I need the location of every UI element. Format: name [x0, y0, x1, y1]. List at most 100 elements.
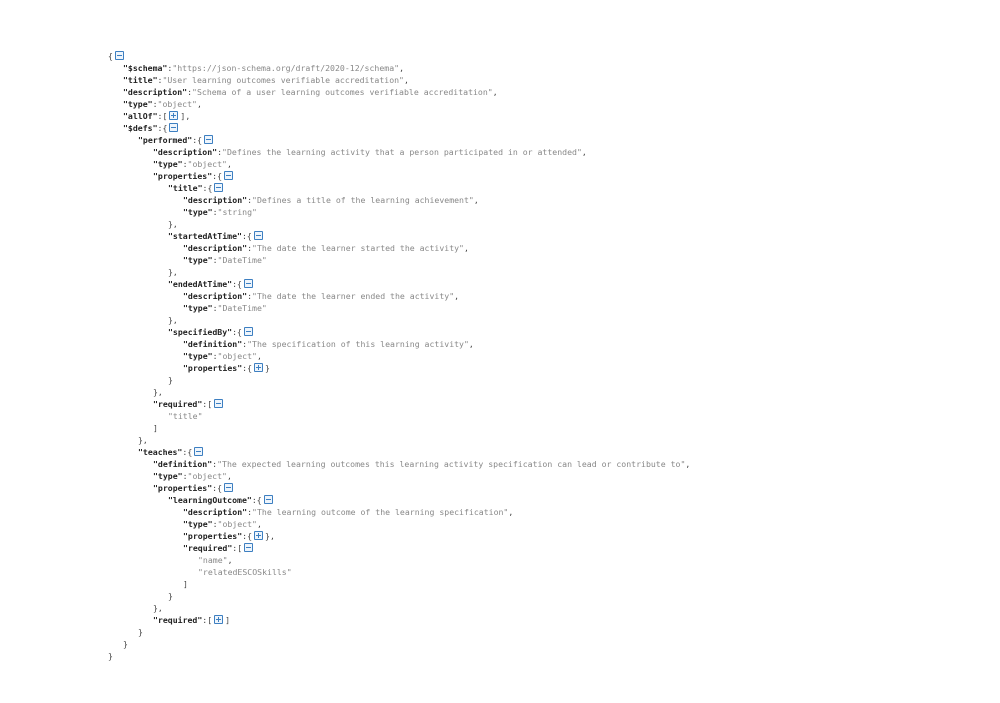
open-bracket: {	[187, 447, 193, 457]
trailing-punctuation: ,	[399, 63, 404, 73]
json-value: "The date the learner started the activi…	[252, 243, 464, 253]
json-line: "type":"object",	[108, 470, 690, 482]
collapse-icon[interactable]	[204, 135, 214, 144]
colon: :	[187, 87, 193, 97]
collapse-icon[interactable]	[224, 483, 234, 492]
colon: :	[202, 399, 208, 409]
colon: :	[242, 339, 248, 349]
open-bracket: {	[256, 495, 262, 505]
json-key: "description"	[153, 147, 218, 157]
colon: :	[167, 63, 173, 73]
close-bracket: ]	[153, 423, 158, 433]
open-bracket: {	[162, 123, 168, 133]
json-line: },	[108, 434, 690, 446]
json-line: }	[108, 374, 690, 386]
json-line: "description":"Schema of a user learning…	[108, 86, 690, 98]
json-key: "properties"	[183, 363, 243, 373]
json-value: "object"	[187, 159, 227, 169]
colon: :	[241, 231, 247, 241]
json-key: "endedAtTime"	[168, 279, 233, 289]
colon: :	[192, 135, 198, 145]
collapse-icon[interactable]	[224, 171, 234, 180]
collapse-icon[interactable]	[194, 447, 204, 456]
colon: :	[202, 615, 208, 625]
trailing-punctuation: ,	[685, 459, 691, 469]
colon: :	[232, 327, 238, 337]
json-value: "The date the learner ended the activity…	[252, 291, 455, 301]
json-key: "startedAtTime"	[168, 231, 242, 241]
json-line: "definition":"The expected learning outc…	[108, 458, 690, 470]
json-key: "definition"	[183, 339, 243, 349]
close-bracket: },	[168, 267, 178, 277]
json-key: "required"	[153, 399, 203, 409]
expand-icon[interactable]	[169, 111, 179, 120]
expand-icon[interactable]	[214, 615, 224, 624]
json-line: "specifiedBy":{	[108, 326, 690, 338]
colon: :	[212, 255, 218, 265]
close-bracket: }	[168, 375, 173, 385]
json-key: "description"	[183, 507, 248, 517]
json-value: "name"	[198, 555, 228, 565]
expand-icon[interactable]	[254, 531, 264, 540]
json-line: }	[108, 650, 690, 662]
json-line: "description":"The learning outcome of t…	[108, 506, 690, 518]
json-key: "description"	[183, 291, 248, 301]
collapse-icon[interactable]	[253, 231, 263, 240]
json-key: "description"	[183, 195, 248, 205]
json-value: "The expected learning outcomes this lea…	[217, 459, 686, 469]
json-line: "performed":{	[108, 134, 690, 146]
json-line: {	[108, 50, 690, 62]
collapse-icon[interactable]	[114, 51, 124, 60]
close-bracket: }	[123, 639, 128, 649]
json-line: "description":"Defines the learning acti…	[108, 146, 690, 158]
json-value: "Schema of a user learning outcomes veri…	[192, 87, 493, 97]
json-key: "type"	[183, 207, 213, 217]
trailing-punctuation: ,	[196, 99, 202, 109]
open-bracket: {	[197, 135, 203, 145]
trailing-punctuation: ,	[492, 87, 498, 97]
colon: :	[152, 99, 158, 109]
json-key: "teaches"	[138, 447, 183, 457]
json-key: "title"	[168, 183, 203, 193]
json-line: "type":"object",	[108, 158, 690, 170]
trailing-punctuation: ,	[464, 243, 469, 253]
json-key: "type"	[183, 519, 213, 529]
trailing-punctuation: ,	[454, 291, 460, 301]
colon: :	[212, 351, 218, 361]
trailing-punctuation: ,	[256, 351, 262, 361]
json-value: "The learning outcome of the learning sp…	[252, 507, 509, 517]
colon: :	[182, 471, 188, 481]
open-bracket: {	[246, 231, 252, 241]
json-line: "type":"object",	[108, 98, 690, 110]
collapse-icon[interactable]	[214, 183, 224, 192]
open-bracket: {	[217, 171, 223, 181]
json-value: "object"	[217, 519, 257, 529]
json-line: "type":"DateTime"	[108, 254, 690, 266]
close-bracket: },	[168, 315, 178, 325]
json-value: "https://json-schema.org/draft/2020-12/s…	[172, 63, 400, 73]
json-line: }	[108, 590, 690, 602]
json-line: "definition":"The specification of this …	[108, 338, 690, 350]
colon: :	[157, 111, 163, 121]
json-key: "$defs"	[123, 123, 158, 133]
collapse-icon[interactable]	[169, 123, 179, 132]
trailing-punctuation: ],	[180, 111, 191, 121]
close-bracket: },	[168, 219, 178, 229]
json-line: "type":"object",	[108, 518, 690, 530]
collapse-icon[interactable]	[243, 327, 253, 336]
json-value: "Defines a title of the learning achieve…	[252, 195, 474, 205]
json-line: "title":{	[108, 182, 690, 194]
collapse-icon[interactable]	[244, 543, 254, 552]
json-value: "string"	[217, 207, 257, 217]
json-tree-viewer: {"$schema":"https://json-schema.org/draf…	[108, 50, 690, 662]
expand-icon[interactable]	[254, 363, 264, 372]
trailing-punctuation: ]	[225, 615, 231, 625]
json-line: "name",	[108, 554, 690, 566]
collapse-icon[interactable]	[243, 279, 253, 288]
trailing-punctuation: ,	[508, 507, 514, 517]
close-bracket: },	[153, 603, 163, 613]
collapse-icon[interactable]	[263, 495, 273, 504]
json-value: "DateTime"	[217, 303, 267, 313]
colon: :	[212, 483, 218, 493]
collapse-icon[interactable]	[214, 399, 224, 408]
